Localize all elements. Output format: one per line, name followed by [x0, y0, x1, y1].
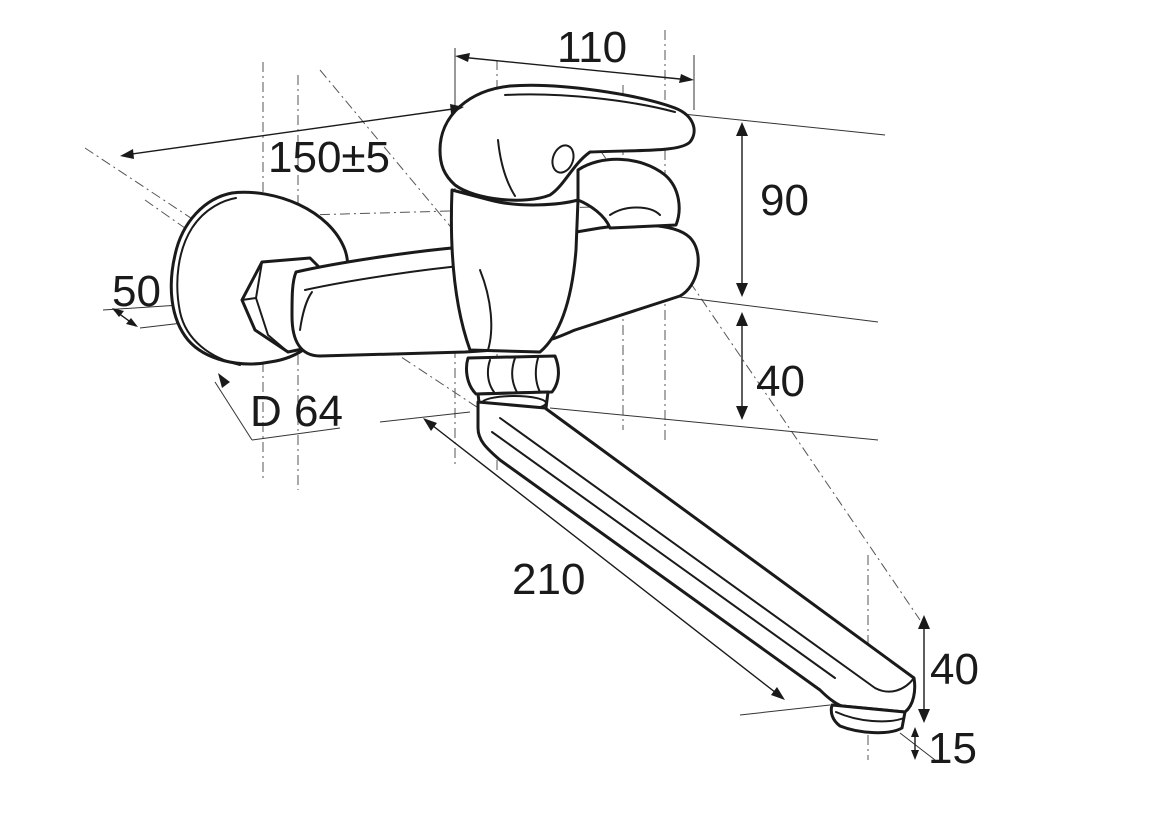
label-150-5: 150±5: [268, 133, 390, 182]
spout: [476, 400, 917, 714]
label-40-outlet: 40: [930, 645, 979, 694]
mixer-body: [449, 188, 580, 354]
faucet-outline: [169, 83, 917, 735]
label-110: 110: [557, 23, 627, 72]
label-50: 50: [112, 267, 161, 316]
label-210: 210: [512, 555, 585, 604]
dimension-labels: 110 150±5 90 50 40 D 64 210 40 15: [112, 23, 979, 773]
label-40-body: 40: [756, 357, 805, 406]
label-d64: D 64: [250, 387, 343, 436]
aerator: [829, 703, 907, 735]
rear-cap: [576, 157, 681, 230]
label-90: 90: [760, 176, 809, 225]
label-15: 15: [928, 724, 977, 773]
dimension-lines: [112, 48, 930, 760]
